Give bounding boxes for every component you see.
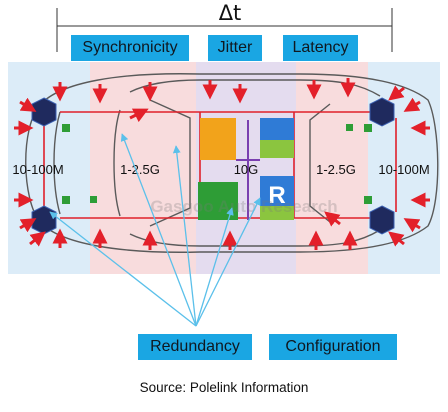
zone-controller-front-right <box>369 97 395 127</box>
center-unit-letter: R <box>268 182 285 209</box>
label-jitter: Jitter <box>208 35 262 61</box>
watermark: Gasgoo Auto Research <box>150 197 337 216</box>
zone-label-left-outer: 10-100M <box>12 162 63 177</box>
source-caption: Source: Polelink Information <box>139 380 309 395</box>
sensor-arrows <box>14 78 430 250</box>
compute-block-orange <box>200 118 236 160</box>
zone-label-left-inner: 1-2.5G <box>120 162 160 177</box>
compute-block-green-top <box>260 140 294 158</box>
label-latency: Latency <box>283 35 358 61</box>
zone-label-right-inner: 1-2.5G <box>316 162 356 177</box>
label-synchronicity: Synchronicity <box>71 35 189 61</box>
compute-block-green-bottom <box>260 206 294 220</box>
zone-controller-rear-right <box>369 205 395 235</box>
delta-t-symbol: Δt <box>218 1 242 25</box>
compute-block-blue-top <box>260 118 294 140</box>
compute-block-blue-bottom <box>260 176 294 206</box>
delta-t-bracket <box>56 8 393 52</box>
zone-controller-front-left <box>31 97 57 127</box>
label-configuration: Configuration <box>269 334 397 360</box>
zone-label-center: 10G <box>234 162 259 177</box>
zone-controller-rear-left <box>31 205 57 235</box>
zone-label-right-outer: 10-100M <box>378 162 429 177</box>
redundancy-pointers <box>49 133 261 327</box>
label-redundancy: Redundancy <box>138 334 252 360</box>
sensor-squares <box>62 124 372 204</box>
